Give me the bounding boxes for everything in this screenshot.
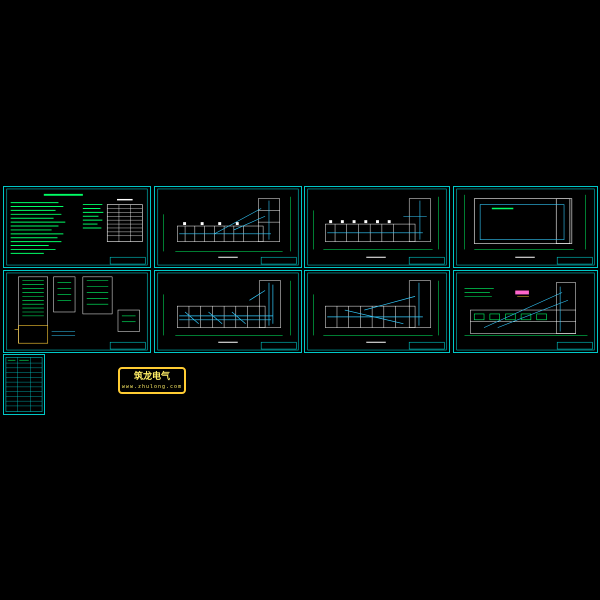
design-notes-drawing [6, 188, 148, 266]
sheet-floor-plan-3[interactable] [154, 270, 302, 353]
system-diagram-drawing [6, 272, 148, 351]
watermark-stamp: 筑龙电气 www.zhulong.com [118, 367, 186, 394]
sheet-floor-plan-4[interactable] [304, 270, 450, 353]
stamp-title: 筑龙电气 [133, 372, 170, 382]
sheet-floor-plan-1[interactable] [154, 186, 302, 268]
stamp-subtitle: www.zhulong.com [121, 384, 183, 390]
floor-plan-1-drawing [157, 188, 299, 266]
section-elevation-drawing [456, 272, 595, 351]
sheet-system-diagram[interactable] [3, 270, 151, 353]
roof-plan-drawing [456, 188, 595, 266]
sheet-section-elevation[interactable] [453, 270, 598, 353]
sheet-roof-plan[interactable] [453, 186, 598, 268]
floor-plan-3-drawing [157, 272, 299, 351]
material-table-drawing [5, 357, 43, 412]
sheet-material-table[interactable] [3, 354, 45, 415]
floor-plan-4-drawing [307, 272, 447, 351]
sheet-floor-plan-2[interactable] [304, 186, 450, 268]
floor-plan-2-drawing [307, 188, 447, 266]
sheet-design-notes[interactable] [3, 186, 151, 268]
